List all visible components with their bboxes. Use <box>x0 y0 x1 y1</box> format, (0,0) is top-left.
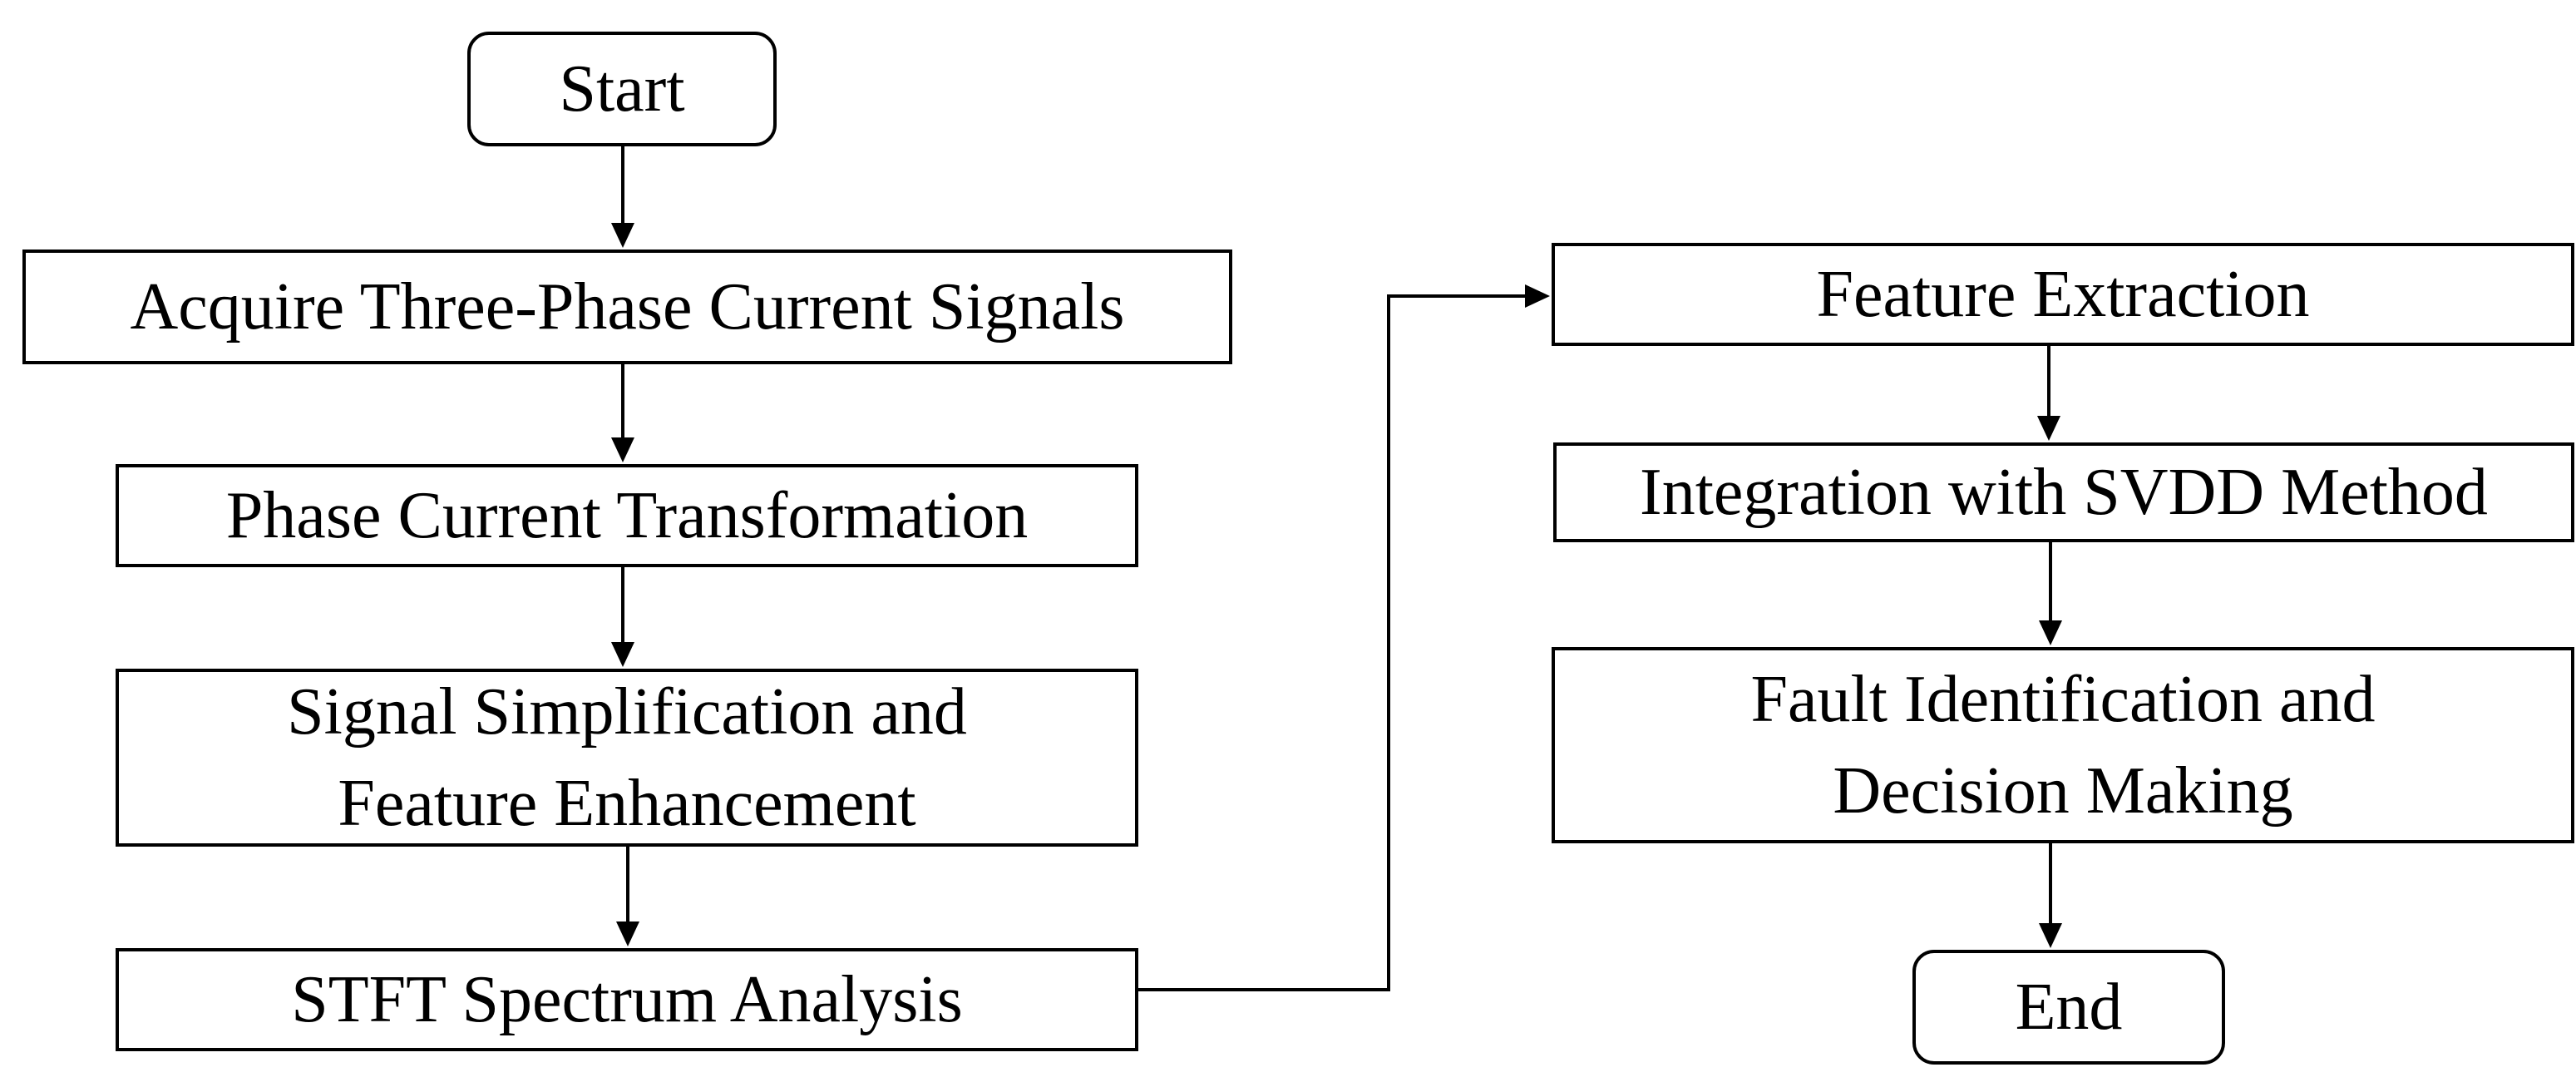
start-node: Start <box>467 32 777 146</box>
arrow-stft-to-feature-extraction <box>1138 284 1550 991</box>
arrow-start-to-acquire <box>611 146 634 248</box>
fault-identification-label-line1: Fault Identification and <box>1750 663 2376 736</box>
svdd-integration-label: Integration with SVDD Method <box>1640 456 2488 529</box>
start-label: Start <box>559 52 685 126</box>
signal-simplification-step: Signal Simplification and Feature Enhanc… <box>116 669 1138 847</box>
end-node: End <box>1912 950 2225 1065</box>
phase-transformation-step: Phase Current Transformation <box>116 464 1138 567</box>
phase-transformation-label: Phase Current Transformation <box>225 479 1029 552</box>
end-label: End <box>2015 971 2123 1044</box>
arrow-fault-to-end <box>2039 843 2062 948</box>
acquire-signals-step: Acquire Three-Phase Current Signals <box>22 250 1232 364</box>
signal-simplification-label-line2: Feature Enhancement <box>338 767 916 840</box>
arrow-transformation-to-simplification <box>611 567 634 667</box>
feature-extraction-label: Feature Extraction <box>1816 258 2310 331</box>
stft-analysis-label: STFT Spectrum Analysis <box>291 963 963 1036</box>
feature-extraction-step: Feature Extraction <box>1552 243 2574 346</box>
arrow-acquire-to-transformation <box>611 364 634 462</box>
svdd-integration-step: Integration with SVDD Method <box>1553 442 2574 542</box>
acquire-signals-label: Acquire Three-Phase Current Signals <box>130 270 1125 343</box>
stft-analysis-step: STFT Spectrum Analysis <box>116 948 1138 1051</box>
arrow-extraction-to-svdd <box>2037 346 2060 441</box>
arrow-svdd-to-fault <box>2039 542 2062 645</box>
arrow-simplification-to-stft <box>616 847 639 946</box>
fault-identification-step: Fault Identification and Decision Making <box>1552 647 2574 843</box>
signal-simplification-label-line1: Signal Simplification and <box>287 675 967 749</box>
fault-identification-label-line2: Decision Making <box>1833 754 2293 828</box>
